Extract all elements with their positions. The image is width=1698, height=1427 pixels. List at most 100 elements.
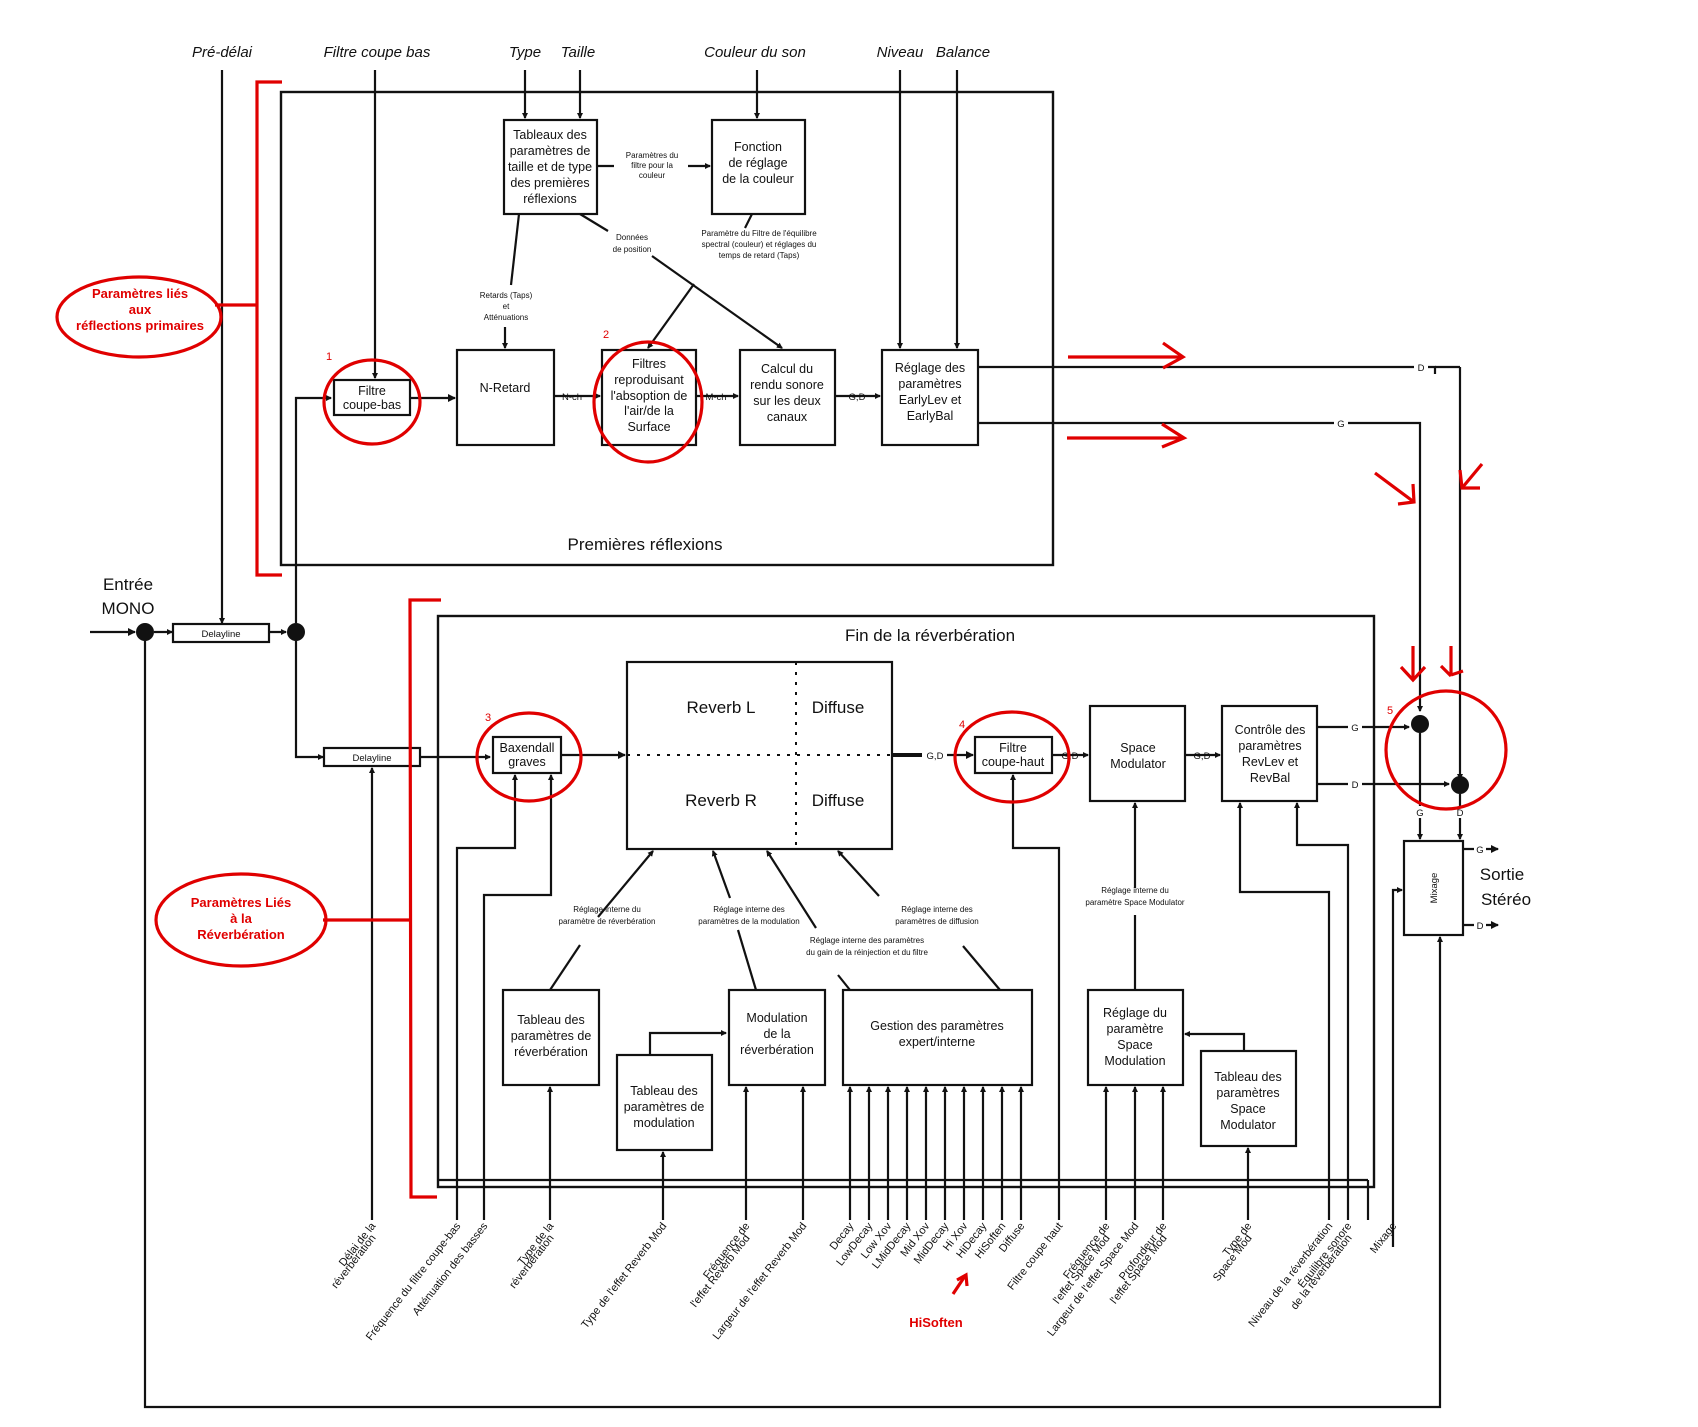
right-sum-junction (1451, 776, 1469, 794)
svg-text:paramètres de: paramètres de (511, 1029, 592, 1043)
svg-text:Filtre: Filtre (999, 741, 1027, 755)
diffuse-l: Diffuse (812, 698, 865, 717)
svg-text:Gestion des paramètres: Gestion des paramètres (870, 1019, 1003, 1033)
svg-text:filtre pour la: filtre pour la (631, 161, 673, 170)
svg-text:Paramètres Liés: Paramètres Liés (191, 895, 291, 910)
early-params-bracket (255, 80, 282, 577)
stereo-render-box (738, 348, 837, 447)
reverb-params-ellipse (154, 872, 328, 968)
svg-text:Données: Données (616, 233, 648, 242)
svg-text:paramètre: paramètre (1107, 1022, 1164, 1036)
input-label-2: MONO (102, 599, 155, 618)
svg-text:Modulator: Modulator (1220, 1118, 1276, 1132)
svg-text:Baxendall: Baxendall (500, 741, 555, 755)
svg-text:graves: graves (508, 755, 546, 769)
svg-text:Space: Space (1230, 1102, 1265, 1116)
svg-text:Réglage interne des: Réglage interne des (901, 905, 973, 914)
highlight-circle-3 (475, 711, 583, 803)
revlev-control-box (1220, 704, 1319, 803)
svg-text:réflections primaires: réflections primaires (76, 318, 204, 333)
input-label-1: Entrée (103, 575, 153, 594)
marker-1: 1 (326, 351, 332, 363)
early-d-label: D (1418, 363, 1425, 374)
hisoften-annotation: HiSoften (909, 1315, 963, 1330)
marker-3: 3 (485, 712, 491, 724)
svg-text:Modulation: Modulation (746, 1011, 807, 1025)
param-label: Type de l'effet Reverb Mod (579, 1220, 669, 1331)
svg-text:couleur: couleur (639, 171, 666, 180)
svg-text:Modulation: Modulation (1104, 1054, 1165, 1068)
svg-text:RevBal: RevBal (1250, 771, 1290, 785)
reverb-l: Reverb L (687, 698, 756, 717)
label-balance: Balance (936, 44, 990, 61)
svg-text:du gain de la réinjection et d: du gain de la réinjection et du filtre (806, 948, 928, 957)
late-delayline-label: Delayline (352, 753, 391, 764)
svg-text:RevLev et: RevLev et (1242, 755, 1299, 769)
svg-text:Réglage interne des: Réglage interne des (713, 905, 785, 914)
mix-box (1402, 839, 1465, 937)
early-params-ellipse (55, 275, 223, 359)
param-label: Fréquence du filtre coupe-bas (364, 1220, 464, 1343)
svg-text:Paramètres liés: Paramètres liés (92, 286, 188, 301)
bottom-param-lines (369, 767, 1370, 1220)
svg-text:de réglage: de réglage (728, 156, 787, 170)
svg-text:paramètre Space Modulator: paramètre Space Modulator (1085, 898, 1185, 907)
early-g-label: G (1337, 419, 1344, 430)
predelay-delayline-label: Delayline (201, 629, 240, 640)
output-label-2: Stéréo (1481, 890, 1531, 909)
late-feed-line (294, 641, 324, 760)
svg-text:D: D (1352, 780, 1359, 791)
svg-text:paramètres de la modulation: paramètres de la modulation (698, 917, 799, 926)
marker-2: 2 (603, 329, 609, 341)
label-low-cut: Filtre coupe bas (324, 44, 431, 61)
svg-text:EarlyLev et: EarlyLev et (899, 393, 962, 407)
out-d-label: D (1477, 921, 1484, 932)
svg-text:G,D: G,D (1194, 751, 1211, 762)
reverb-params-bracket (408, 598, 441, 1199)
svg-text:temps de retard (Taps): temps de retard (Taps) (719, 251, 800, 260)
svg-text:D: D (1457, 808, 1464, 819)
svg-text:de la couleur: de la couleur (722, 172, 794, 186)
label-sound-color: Couleur du son (704, 44, 806, 61)
signal-nch: N-ch (562, 392, 582, 403)
early-reflections-frame (279, 90, 1055, 567)
svg-text:spectral (couleur) et réglages: spectral (couleur) et réglages du (702, 240, 817, 249)
svg-text:paramètres: paramètres (898, 377, 961, 391)
reverb-table-box (501, 988, 601, 1087)
modulation-table-box (615, 1053, 714, 1152)
svg-text:à la: à la (230, 911, 252, 926)
svg-text:Space: Space (1117, 1038, 1152, 1052)
highlight-circle-4 (953, 710, 1071, 804)
svg-text:Tableau des: Tableau des (1214, 1070, 1281, 1084)
reverb-r: Reverb R (685, 791, 757, 810)
reverb-modulation-box (727, 988, 827, 1087)
svg-text:Paramètre du Filtre de l'équil: Paramètre du Filtre de l'équilibre (701, 229, 817, 238)
red-arrows (951, 341, 1484, 1295)
svg-text:Surface: Surface (627, 420, 670, 434)
svg-text:paramètres: paramètres (1238, 739, 1301, 753)
space-table-box (1199, 1049, 1298, 1148)
svg-text:Tableaux des: Tableaux des (513, 128, 587, 142)
highlight-circle-2 (592, 340, 704, 464)
svg-text:taille et de type: taille et de type (508, 160, 592, 174)
n-delay-box (455, 348, 556, 447)
input-junction (136, 623, 154, 641)
svg-text:Calcul du: Calcul du (761, 362, 813, 376)
signal-mch: M-ch (705, 392, 726, 403)
label-type: Type (509, 44, 541, 61)
space-modulator-box (1088, 704, 1187, 803)
space-modulation-setting-box (1086, 988, 1185, 1087)
svg-text:sur les deux: sur les deux (753, 394, 821, 408)
svg-text:Tableau des: Tableau des (630, 1084, 697, 1098)
diffuse-r: Diffuse (812, 791, 865, 810)
svg-text:N-Retard: N-Retard (480, 381, 531, 395)
svg-text:aux: aux (129, 302, 152, 317)
svg-text:rendu sonore: rendu sonore (750, 378, 824, 392)
svg-text:EarlyBal: EarlyBal (907, 409, 954, 423)
svg-text:G,D: G,D (927, 751, 944, 762)
feedback-loop-line (143, 641, 1443, 1409)
early-g-line (978, 421, 1423, 712)
svg-text:modulation: modulation (633, 1116, 694, 1130)
